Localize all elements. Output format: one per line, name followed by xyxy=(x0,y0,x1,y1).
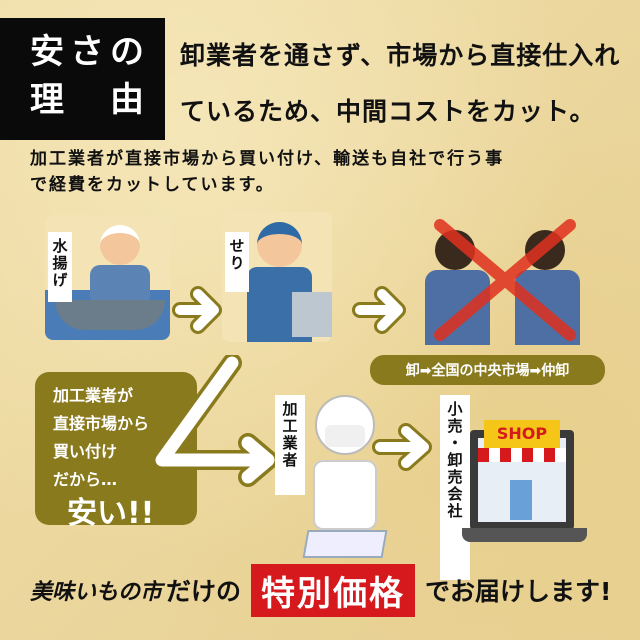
laptop-shop-illustration: SHOP xyxy=(470,420,574,530)
retail-label: 小売・卸売会社 xyxy=(440,395,470,580)
bottom-text1: だけの xyxy=(166,577,242,606)
brand-logo: 美味いもの市 xyxy=(30,579,163,605)
bottom-text2: でお届けします! xyxy=(425,577,612,606)
processor-label: 加工業者 xyxy=(275,395,305,495)
special-price-highlight: 特別価格 xyxy=(251,563,416,617)
wholesalers-illustration-crossed xyxy=(420,215,590,345)
reason-line3: 買い付け xyxy=(53,442,118,461)
crossed-out-route: 卸➡全国の中央市場➡仲卸 xyxy=(370,355,605,385)
cheap-emphasis: 安い!! xyxy=(67,496,155,531)
flow-arrows-row2 xyxy=(152,355,432,487)
flow-arrows-row1 xyxy=(172,286,406,334)
description: 加工業者が直接市場から買い付け、輸送も自社で行う事 で経費をカットしています。 xyxy=(30,146,504,198)
title-line2: 理 由 xyxy=(30,80,150,120)
description-line1: 加工業者が直接市場から買い付け、輸送も自社で行う事 xyxy=(30,149,505,169)
headline: 卸業者を通さず、市場から直接仕入れ ているため、中間コストをカット。 xyxy=(180,28,620,140)
title-box: 安さの 理 由 xyxy=(0,18,165,140)
shop-sign: SHOP xyxy=(484,420,560,448)
reason-line1: 加工業者が xyxy=(53,386,134,405)
laptop-base xyxy=(462,528,587,542)
bottom-banner: 美味いもの市 だけの 特別価格 でお届けします! xyxy=(30,563,620,617)
description-line2: で経費をカットしています。 xyxy=(30,175,275,195)
reason-line2: 直接市場から xyxy=(53,414,150,433)
reason-line4: だから… xyxy=(53,470,118,489)
step-label-auction: せり xyxy=(225,232,249,292)
cross-icon xyxy=(434,219,576,341)
headline-line1: 卸業者を通さず、市場から直接仕入れ xyxy=(180,41,621,70)
headline-line2: ているため、中間コストをカット。 xyxy=(180,97,596,126)
step-label-landing: 水揚げ xyxy=(48,232,72,302)
title-line1: 安さの xyxy=(30,32,150,72)
processor-illustration xyxy=(302,395,388,565)
